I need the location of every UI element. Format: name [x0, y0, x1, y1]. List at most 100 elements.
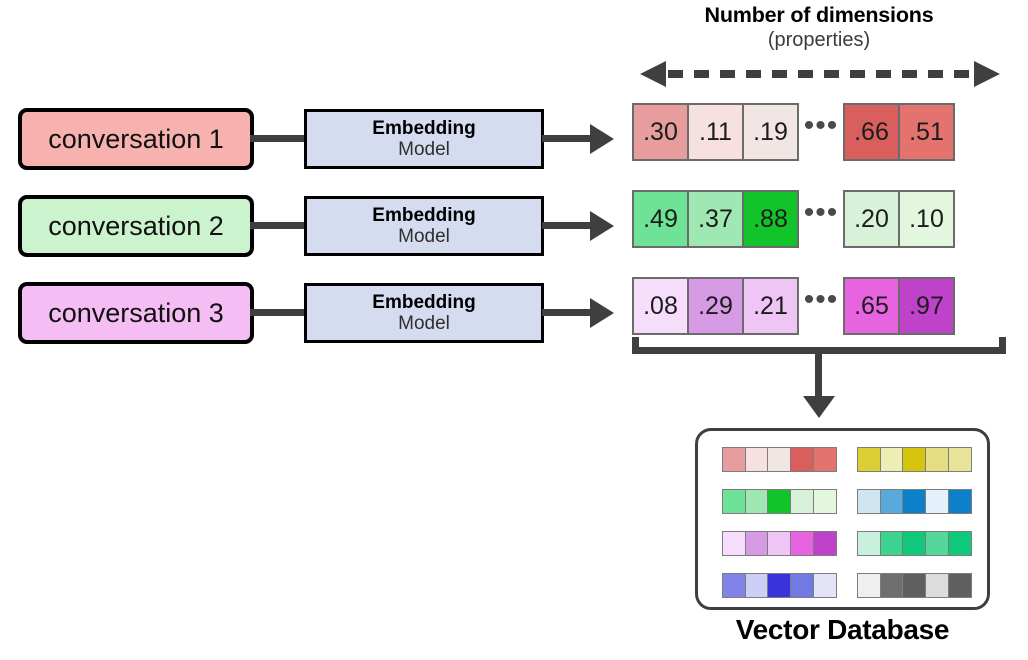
db-cell	[925, 489, 950, 514]
connector-line-1	[250, 135, 308, 142]
db-cell	[925, 447, 950, 472]
db-cell	[722, 573, 747, 598]
vector-database-label: Vector Database	[735, 614, 950, 645]
band-teal	[857, 531, 973, 556]
arrow-head-3	[590, 298, 614, 328]
db-cell	[767, 489, 792, 514]
vector-cell: .88	[742, 190, 799, 248]
connector-line-3	[250, 309, 308, 316]
db-cell	[790, 573, 815, 598]
embedding-model-box-2[interactable]: Embedding Model	[304, 196, 544, 256]
vector-row-1: .30 .11 .19 ••• .66 .51	[632, 103, 955, 161]
vector-cell: .11	[687, 103, 744, 161]
conversation-box-1[interactable]: conversation 1	[18, 108, 254, 170]
band-purple	[722, 531, 838, 556]
embedding-model-subtitle-2: Model	[398, 226, 450, 247]
vector-cell: .49	[632, 190, 689, 248]
vector-database-panel[interactable]	[695, 428, 990, 610]
vector-row-2: .49 .37 .88 ••• .20 .10	[632, 190, 955, 248]
vector-cells-right-2: .20 .10	[843, 190, 955, 248]
vector-cell: .20	[843, 190, 900, 248]
vector-cells-left-3: .08 .29 .21	[632, 277, 799, 335]
dimensions-header: Number of dimensions (properties)	[632, 2, 1006, 53]
db-cell	[902, 447, 927, 472]
band-indigo	[722, 573, 838, 598]
db-cell	[744, 447, 769, 472]
dimensions-title: Number of dimensions	[704, 3, 934, 27]
band-gray	[857, 573, 973, 598]
db-cell	[947, 531, 973, 556]
vector-cell: .08	[632, 277, 689, 335]
db-cell	[722, 489, 747, 514]
db-cell	[925, 531, 950, 556]
db-cell	[947, 447, 973, 472]
db-cell	[812, 531, 838, 556]
vector-cell: .21	[742, 277, 799, 335]
vector-ellipsis: •••	[803, 196, 839, 229]
db-cell	[879, 531, 904, 556]
vector-database-grid	[722, 447, 973, 598]
arrow-line-1	[542, 135, 592, 142]
embedding-model-title-3: Embedding	[372, 291, 476, 313]
conversation-box-3[interactable]: conversation 3	[18, 282, 254, 344]
band-green	[722, 489, 838, 514]
conversation-box-2[interactable]: conversation 2	[18, 195, 254, 257]
conversation-label-3: conversation 3	[48, 297, 224, 328]
vector-cell: .37	[687, 190, 744, 248]
db-cell	[812, 447, 838, 472]
arrow-head-1	[590, 124, 614, 154]
db-cell	[902, 531, 927, 556]
arrow-head-2	[590, 211, 614, 241]
db-cell	[790, 489, 815, 514]
arrow-line-3	[542, 309, 592, 316]
vector-cells-left-2: .49 .37 .88	[632, 190, 799, 248]
db-cell	[947, 573, 973, 598]
vector-cell: .97	[898, 277, 955, 335]
ingest-arrow-line	[815, 352, 822, 400]
embedding-model-subtitle-3: Model	[398, 313, 450, 334]
embedding-model-subtitle-1: Model	[398, 139, 450, 160]
db-cell	[902, 489, 927, 514]
embedding-model-title-2: Embedding	[372, 204, 476, 226]
db-cell	[767, 531, 792, 556]
db-cell	[744, 573, 769, 598]
vector-cell: .29	[687, 277, 744, 335]
vector-ellipsis: •••	[803, 283, 839, 316]
vector-cells-right-3: .65 .97	[843, 277, 955, 335]
db-cell	[857, 489, 882, 514]
band-yellow	[857, 447, 973, 472]
db-cell	[879, 447, 904, 472]
db-cell	[790, 531, 815, 556]
vector-row-3: .08 .29 .21 ••• .65 .97	[632, 277, 955, 335]
conversation-label-2: conversation 2	[48, 210, 224, 241]
db-cell	[790, 447, 815, 472]
embedding-model-title-1: Embedding	[372, 117, 476, 139]
db-cell	[879, 489, 904, 514]
vector-ellipsis: •••	[803, 109, 839, 142]
dimensions-subtitle: (properties)	[767, 29, 871, 51]
db-cell	[812, 573, 838, 598]
embedding-model-box-3[interactable]: Embedding Model	[304, 283, 544, 343]
vector-cell: .66	[843, 103, 900, 161]
vector-cells-right-1: .66 .51	[843, 103, 955, 161]
connector-line-2	[250, 222, 308, 229]
embedding-model-box-1[interactable]: Embedding Model	[304, 109, 544, 169]
vector-cell: .10	[898, 190, 955, 248]
band-blue	[857, 489, 973, 514]
vector-cell: .51	[898, 103, 955, 161]
db-cell	[722, 447, 747, 472]
band-red	[722, 447, 838, 472]
double-headed-dashed-arrow-icon	[640, 61, 1000, 87]
arrow-line-2	[542, 222, 592, 229]
db-cell	[857, 447, 882, 472]
db-cell	[925, 573, 950, 598]
db-cell	[857, 573, 882, 598]
vector-cells-left-1: .30 .11 .19	[632, 103, 799, 161]
db-cell	[767, 573, 792, 598]
conversation-label-1: conversation 1	[48, 123, 224, 154]
vector-cell: .65	[843, 277, 900, 335]
db-cell	[767, 447, 792, 472]
vector-cell: .30	[632, 103, 689, 161]
db-cell	[947, 489, 973, 514]
vectors-grouping-bracket	[632, 337, 1006, 354]
